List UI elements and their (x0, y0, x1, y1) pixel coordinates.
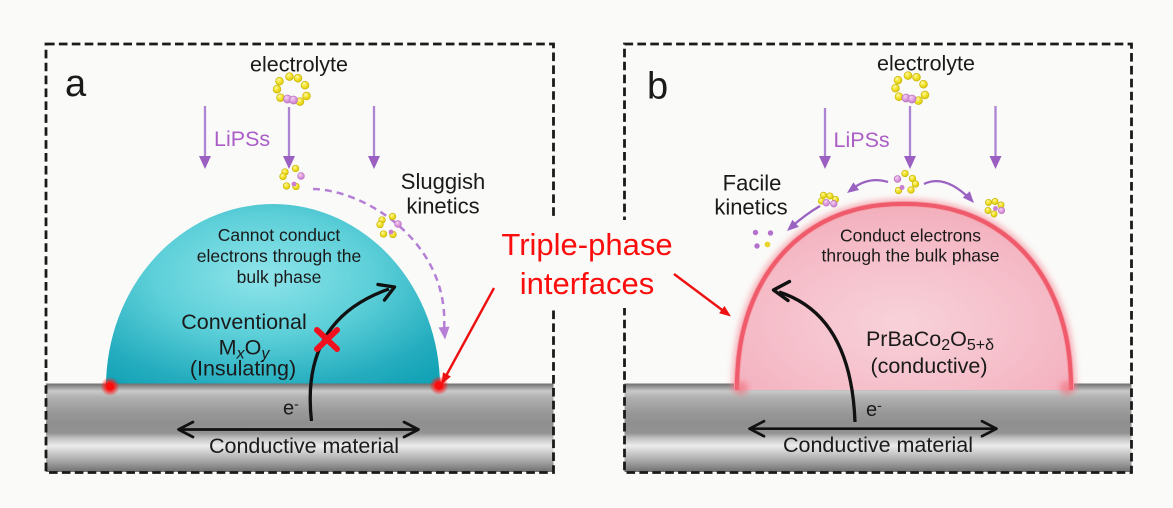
svg-text:(conductive): (conductive) (870, 354, 987, 378)
svg-text:Triple-phase: Triple-phase (501, 227, 672, 262)
svg-text:Sluggish: Sluggish (401, 169, 485, 194)
svg-text:a: a (65, 63, 87, 105)
svg-text:Conduct electrons: Conduct electrons (840, 226, 981, 246)
svg-text:(Insulating): (Insulating) (190, 357, 296, 381)
svg-text:electrolyte: electrolyte (250, 53, 348, 77)
svg-text:MxOy: MxOy (219, 336, 271, 363)
svg-text:Conventional: Conventional (181, 310, 307, 334)
svg-text:bulk phase: bulk phase (237, 267, 322, 287)
svg-text:interfaces: interfaces (520, 266, 654, 301)
svg-text:electrolyte: electrolyte (877, 52, 975, 76)
svg-text:Facile: Facile (723, 171, 782, 196)
svg-text:Conductive material: Conductive material (783, 433, 973, 457)
svg-text:through the bulk phase: through the bulk phase (821, 246, 999, 266)
svg-text:Conductive material: Conductive material (209, 434, 399, 458)
svg-text:Cannot conduct: Cannot conduct (218, 225, 341, 245)
svg-text:electrons through the: electrons through the (197, 246, 361, 266)
svg-text:LiPSs: LiPSs (834, 128, 890, 152)
svg-text:kinetics: kinetics (406, 194, 479, 219)
svg-text:b: b (647, 66, 668, 108)
svg-text:kinetics: kinetics (714, 195, 787, 220)
svg-text:LiPSs: LiPSs (214, 127, 270, 151)
